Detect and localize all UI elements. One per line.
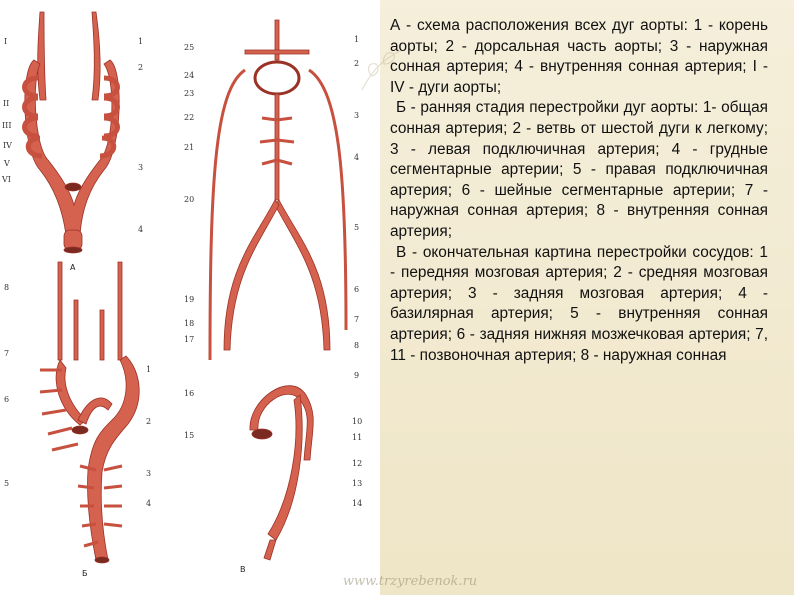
svg-text:3: 3: [138, 163, 143, 172]
svg-text:I: I: [4, 37, 7, 46]
svg-text:14: 14: [352, 499, 362, 508]
svg-text:8: 8: [354, 341, 359, 350]
svg-text:24: 24: [184, 71, 194, 80]
svg-text:10: 10: [352, 417, 362, 426]
paragraph-c: В - окончательная картина перестройки со…: [390, 243, 768, 367]
svg-text:5: 5: [354, 223, 359, 232]
svg-text:11: 11: [352, 433, 362, 442]
caption-c: В: [240, 565, 246, 574]
site-watermark: www.trzyrebenok.ru: [330, 574, 490, 589]
svg-text:4: 4: [138, 225, 143, 234]
svg-text:III: III: [2, 121, 11, 130]
svg-text:4: 4: [354, 153, 359, 162]
vessel-diagram: I II III IV V VI 1 2 3 4 А 8 7 6 5 1 2 3: [0, 0, 380, 595]
svg-text:22: 22: [184, 113, 194, 122]
diagram-c: [210, 20, 346, 560]
svg-text:16: 16: [184, 389, 194, 398]
svg-text:3: 3: [354, 111, 359, 120]
svg-text:3: 3: [146, 469, 151, 478]
svg-text:19: 19: [184, 295, 194, 304]
paragraph-b: Б - ранняя стадия перестройки дуг аорты:…: [390, 98, 768, 242]
diagram-a: [25, 12, 120, 253]
svg-text:18: 18: [184, 319, 194, 328]
svg-text:9: 9: [354, 371, 359, 380]
svg-text:1: 1: [138, 37, 143, 46]
diagram-b: [40, 262, 139, 563]
svg-text:7: 7: [354, 315, 359, 324]
svg-text:2: 2: [146, 417, 151, 426]
svg-text:1: 1: [146, 365, 151, 374]
svg-text:17: 17: [184, 335, 194, 344]
paragraph-a: А - схема расположения всех дуг аорты: 1…: [390, 16, 768, 98]
svg-text:21: 21: [184, 143, 194, 152]
svg-text:12: 12: [352, 459, 362, 468]
aortic-arches-figure: I II III IV V VI 1 2 3 4 А 8 7 6 5 1 2 3: [0, 0, 380, 595]
svg-text:23: 23: [184, 89, 194, 98]
svg-text:4: 4: [146, 499, 151, 508]
svg-text:V: V: [3, 159, 10, 168]
svg-text:7: 7: [4, 349, 9, 358]
svg-text:25: 25: [184, 43, 194, 52]
svg-text:II: II: [3, 99, 9, 108]
svg-text:2: 2: [138, 63, 143, 72]
svg-text:8: 8: [4, 283, 9, 292]
svg-text:15: 15: [184, 431, 194, 440]
svg-text:5: 5: [4, 479, 9, 488]
svg-text:IV: IV: [3, 141, 12, 150]
svg-text:6: 6: [4, 395, 9, 404]
caption-b: Б: [82, 569, 88, 578]
caption-a: А: [70, 263, 76, 272]
svg-text:VI: VI: [1, 175, 11, 184]
description-text: А - схема расположения всех дуг аорты: 1…: [390, 16, 768, 366]
svg-text:20: 20: [184, 195, 194, 204]
svg-text:13: 13: [352, 479, 362, 488]
svg-text:6: 6: [354, 285, 359, 294]
